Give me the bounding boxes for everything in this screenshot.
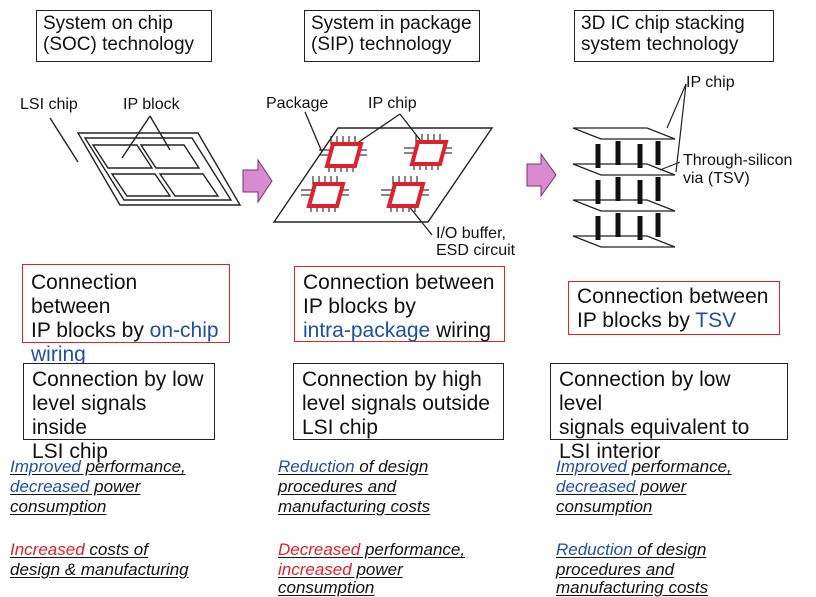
sip-signal-box: Connection by high level signals outside…: [293, 363, 504, 440]
3dic-pro-highlight2: decreased: [556, 477, 636, 496]
soc-pro-highlight: Improved: [10, 457, 81, 476]
3dic-connection-highlight: TSV: [695, 309, 737, 332]
sip-pro-rest1: of design: [354, 457, 429, 476]
soc-connection-line2: IP blocks by: [31, 319, 150, 342]
soc-signal-line2: level signals inside: [32, 392, 147, 439]
sip-con-line1: Decreased performance,: [278, 540, 465, 559]
3dic-connection-box: Connection between IP blocks by TSV: [568, 281, 780, 335]
soc-con-rest1: costs of: [84, 540, 148, 559]
esd-circuit-label: ESD circuit: [436, 242, 516, 259]
3dic-pro-line1: Improved performance,: [556, 457, 732, 476]
sip-con-highlight: Decreased: [278, 540, 361, 559]
sip-pro-line2: procedures and: [278, 477, 397, 496]
sip-ip-chip-label: IP chip: [368, 95, 417, 112]
sip-signal-line1: Connection by high: [302, 368, 482, 391]
soc-pro-line1: Improved performance,: [10, 457, 186, 476]
3dic-signal-box: Connection by low level signals equivale…: [550, 363, 788, 463]
sip-con-highlight2: increased: [278, 560, 352, 579]
3dic-pro-highlight: Improved: [556, 457, 627, 476]
sip-con-rest1: performance,: [360, 540, 466, 559]
sip-connection-highlight: intra-package: [303, 319, 431, 342]
flow-arrow-1: [242, 158, 273, 204]
lsi-chip-drawing: [49, 115, 242, 206]
soc-signal-box: Connection by low level signals inside L…: [23, 363, 215, 463]
soc-title-line2: (SOC) technology: [43, 34, 195, 55]
3dic-signal-line3: LSI interior: [559, 440, 661, 463]
soc-con-line1: Increased costs of: [10, 540, 148, 559]
soc-title-line1: System on chip: [43, 13, 173, 34]
3dic-ip-chip-label: IP chip: [686, 74, 735, 91]
io-buffer-label: I/O buffer,: [436, 225, 506, 242]
tsv-label-line2: via (TSV): [683, 170, 750, 187]
sip-title-box: System in package (SIP) technology: [304, 10, 480, 62]
flow-arrow-2: [526, 152, 557, 198]
soc-con-line2: design & manufacturing: [10, 560, 189, 579]
soc-pro-rest2: power: [89, 477, 141, 496]
soc-pro-line3: consumption: [10, 497, 107, 516]
sip-connection-line2: IP blocks by: [303, 295, 416, 318]
package-label: Package: [266, 95, 329, 112]
ip-block-label: IP block: [123, 96, 180, 113]
soc-connection-box: Connection between IP blocks by on-chip …: [22, 264, 230, 366]
soc-connection-highlight: on-chip: [149, 319, 219, 342]
lsi-chip-label: LSI chip: [20, 96, 78, 113]
soc-connection-line1: Connection between: [31, 271, 138, 318]
3dic-connection-line2: IP blocks by: [577, 309, 696, 332]
soc-con-highlight: Increased: [10, 540, 85, 559]
3dic-signal-line1: Connection by low level: [559, 368, 731, 415]
sip-connection-line1: Connection between: [303, 271, 495, 294]
3dic-pro-line2: decreased power: [556, 477, 686, 496]
sip-pro-highlight: Reduction: [278, 457, 355, 476]
chip-stack-drawing: [572, 83, 687, 248]
sip-signal-line3: LSI chip: [302, 416, 378, 439]
3dic-pro-line3: consumption: [556, 497, 653, 516]
3dic-connection-line1: Connection between: [577, 285, 769, 308]
3dic-con-rest1: of design: [632, 540, 707, 559]
soc-pro-line2: decreased power: [10, 477, 140, 496]
sip-connection-box: Connection between IP blocks by intra-pa…: [294, 266, 505, 342]
soc-pro-highlight2: decreased: [10, 477, 90, 496]
sip-con-line2: increased power: [278, 560, 403, 579]
tsv-label-line1: Through-silicon: [683, 152, 793, 169]
sip-signal-line2: level signals outside: [302, 392, 490, 415]
3dic-con-highlight: Reduction: [556, 540, 633, 559]
3dic-con-line1: Reduction of design: [556, 540, 706, 559]
sip-connection-line3: wiring: [430, 319, 491, 342]
ip-chip-small: [319, 136, 367, 172]
3dic-title-line2: system technology: [581, 34, 739, 55]
3dic-title-box: 3D IC chip stacking system technology: [574, 10, 774, 62]
soc-title-box: System on chip (SOC) technology: [36, 10, 212, 62]
sip-pro-line3: manufacturing costs: [278, 497, 431, 516]
3dic-signal-line2: signals equivalent to: [559, 416, 750, 439]
sip-con-rest2: power: [351, 560, 403, 579]
3dic-con-line3: manufacturing costs: [556, 578, 709, 597]
soc-signal-line3: LSI chip: [32, 440, 108, 463]
soc-signal-line1: Connection by low: [32, 368, 204, 391]
sip-pro-line1: Reduction of design: [278, 457, 428, 476]
3dic-con-line2: procedures and: [556, 560, 675, 579]
package-drawing: [272, 111, 494, 236]
sip-title-line1: System in package: [311, 13, 472, 34]
sip-title-line2: (SIP) technology: [311, 34, 452, 55]
soc-connection-line3: wiring: [31, 343, 86, 366]
3dic-pro-rest1: performance,: [626, 457, 732, 476]
soc-pro-rest1: performance,: [80, 457, 186, 476]
3dic-title-line1: 3D IC chip stacking: [581, 13, 745, 34]
sip-con-line3: consumption: [278, 578, 375, 597]
3dic-pro-rest2: power: [635, 477, 687, 496]
